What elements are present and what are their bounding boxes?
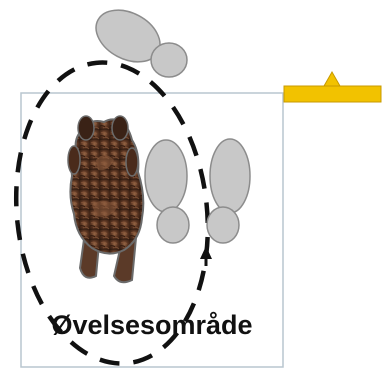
footprint-icon: [95, 9, 188, 78]
arrow-up-icon: [200, 246, 212, 266]
flag-marker-icon: [283, 70, 382, 103]
footprint-icon: [206, 138, 251, 244]
training-area: [20, 92, 284, 368]
dashed-search-path: [13, 60, 211, 366]
area-label: Øvelsesområde: [51, 310, 252, 340]
dog-illustration-icon: [67, 115, 145, 284]
footprint-icon: [144, 139, 190, 244]
